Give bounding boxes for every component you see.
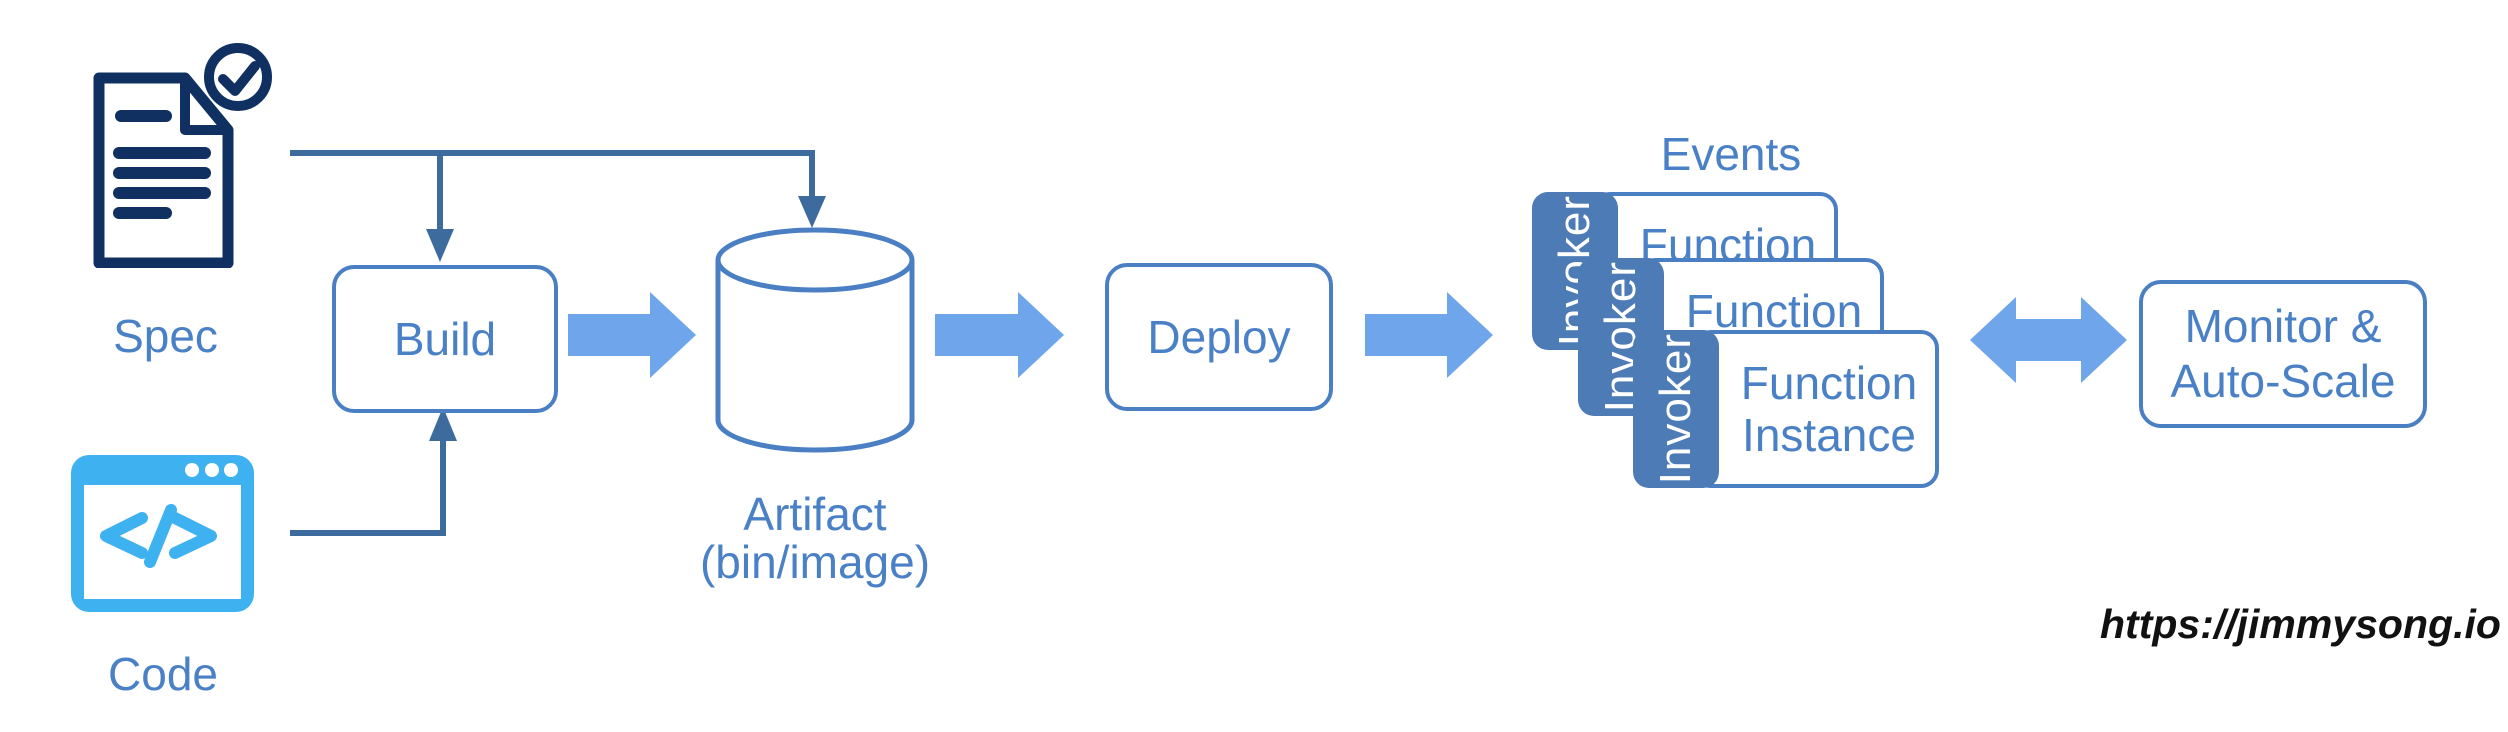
code-window-icon — [71, 455, 254, 612]
artifact-label-line2: (bin/image) — [699, 536, 931, 588]
artifact-label: Artifact (bin/image) — [665, 490, 965, 586]
spec-label: Spec — [113, 310, 218, 362]
code-brackets-glyph — [100, 504, 217, 568]
code-label: Code — [108, 648, 218, 700]
events-label: Events — [1660, 128, 1802, 180]
connector-spec-to-artifact — [290, 150, 815, 198]
function-card-front: Function Instance Invoker — [1633, 330, 1939, 488]
check-badge-icon — [204, 43, 272, 111]
arrowhead-into-build-bottom — [429, 407, 457, 441]
function-card-panel — [1693, 330, 1939, 488]
build-node: Build — [332, 265, 558, 413]
invoker-tab: Invoker — [1633, 330, 1719, 488]
deploy-label: Deploy — [1147, 310, 1291, 363]
flow-arrow-functions-monitor-bidirectional — [1970, 297, 2127, 383]
flow-arrow-artifact-to-deploy — [935, 292, 1064, 378]
flow-arrow-build-to-artifact — [568, 292, 696, 378]
artifact-label-line1: Artifact — [743, 488, 887, 540]
artifact-cylinder-icon — [715, 227, 915, 453]
deploy-node: Deploy — [1105, 263, 1333, 411]
spec-document-icon — [93, 43, 272, 268]
connector-code-to-build — [290, 439, 446, 536]
flow-arrow-deploy-to-functions — [1365, 292, 1493, 378]
arrowhead-into-build-top — [426, 229, 454, 262]
function-instance-stack: Function Instance Invoker Function Insta… — [1532, 192, 1939, 488]
monitor-autoscale-node: Monitor & Auto-Scale — [2139, 280, 2427, 428]
function-card-label: Function Instance — [1740, 357, 1918, 461]
arrowhead-into-artifact — [798, 196, 826, 228]
footer-url: https://jimmysong.io — [2100, 601, 2501, 647]
build-label: Build — [393, 312, 497, 365]
monitor-label: Monitor & Auto-Scale — [2170, 300, 2396, 407]
